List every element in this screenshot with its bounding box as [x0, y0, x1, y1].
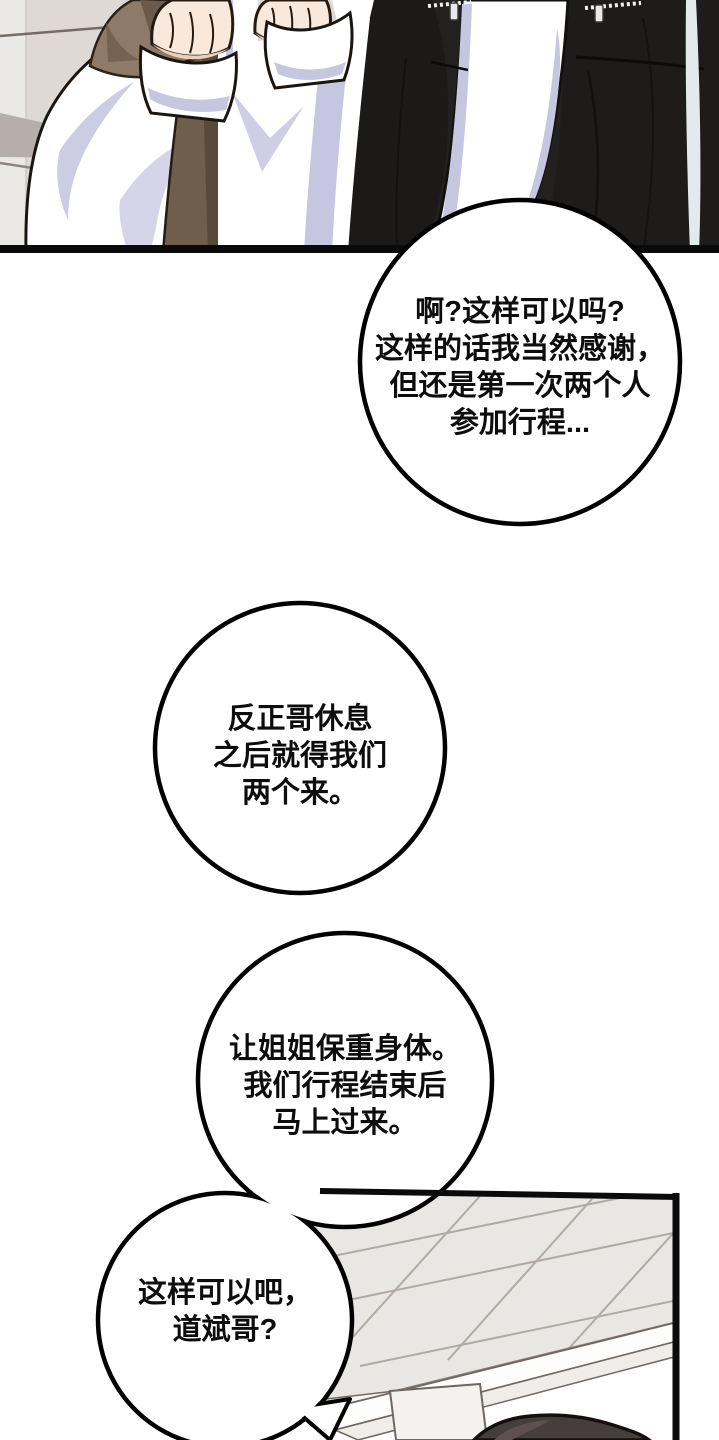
zipper-pull [594, 4, 604, 23]
person-hair [469, 1413, 655, 1440]
zipper-pull [449, 2, 459, 21]
background-gap [685, 0, 701, 253]
speech-bubble-2 [152, 600, 448, 896]
top-panel-artwork [0, 0, 719, 253]
bottom-panel-artwork [248, 1192, 678, 1440]
speech-bubble-1 [357, 197, 683, 527]
speech-bubble-shapes [95, 197, 683, 1440]
left-fist [150, 0, 235, 60]
zipper-teeth [427, 0, 472, 8]
ceiling [248, 1192, 678, 1412]
figure-black-jacket [343, 0, 719, 253]
ceiling-tile-grid [253, 1195, 678, 1367]
figure-white-sweater [24, 0, 374, 253]
bottom-panel-border [319, 1188, 680, 1440]
top-panel-bottom-border [0, 245, 719, 253]
pocket-seam [430, 60, 469, 72]
column [388, 1382, 489, 1440]
